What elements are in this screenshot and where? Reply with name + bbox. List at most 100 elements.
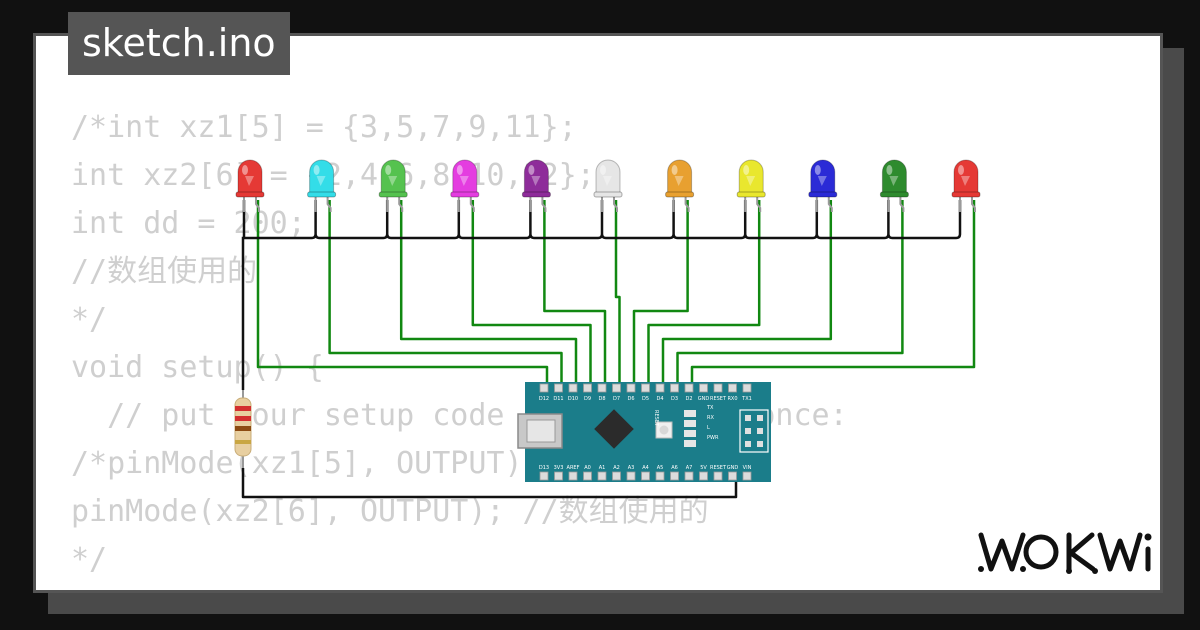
- led-d3[interactable]: [307, 159, 337, 212]
- pin-label: D7: [613, 396, 620, 402]
- pin-label: 3V3: [554, 465, 564, 471]
- icsp-header: [745, 415, 763, 447]
- led-d11[interactable]: [879, 159, 909, 212]
- led-d6[interactable]: [521, 159, 551, 212]
- pin-d8[interactable]: [597, 383, 607, 393]
- status-led: [684, 410, 696, 417]
- pin-a4[interactable]: [641, 471, 650, 481]
- resistor-band: [235, 440, 251, 444]
- file-tab[interactable]: sketch.ino: [68, 12, 290, 75]
- pin-label: D11: [553, 396, 563, 402]
- led-d7[interactable]: [593, 159, 623, 212]
- pin-d3[interactable]: [670, 383, 679, 393]
- pin-d7[interactable]: [612, 383, 621, 393]
- pin-label: RX0: [727, 396, 737, 402]
- pin-d13[interactable]: [539, 471, 549, 481]
- pin-label: GND: [698, 396, 710, 402]
- pin-vin[interactable]: [742, 471, 752, 481]
- led-label: L: [707, 425, 710, 431]
- signal-wire[interactable]: [647, 200, 761, 388]
- signal-wire[interactable]: [471, 200, 592, 388]
- pin-reset[interactable]: [713, 383, 723, 393]
- resistor-band: [235, 426, 251, 431]
- pin-label: D9: [584, 396, 591, 402]
- led-d2[interactable]: [235, 159, 265, 212]
- pin-label: TX1: [741, 396, 752, 402]
- signal-wire[interactable]: [256, 200, 549, 388]
- pin-d9[interactable]: [583, 383, 592, 393]
- pin-label: VIN: [743, 465, 752, 471]
- pin-3v3[interactable]: [554, 471, 563, 481]
- signal-wire[interactable]: [328, 200, 563, 388]
- led-d8[interactable]: [665, 159, 695, 212]
- pin-a5[interactable]: [655, 471, 665, 481]
- pin-a7[interactable]: [684, 471, 694, 481]
- pin-rx0[interactable]: [728, 383, 737, 393]
- pin-d11[interactable]: [554, 383, 563, 393]
- ground-return-wire[interactable]: [241, 468, 738, 499]
- signal-wire[interactable]: [399, 200, 578, 388]
- led-d10[interactable]: [808, 159, 838, 212]
- led-d5[interactable]: [450, 159, 480, 212]
- leds: [235, 159, 981, 212]
- pin-label: A6: [671, 465, 678, 471]
- pin-5v[interactable]: [699, 471, 708, 481]
- led-d12[interactable]: [951, 159, 981, 212]
- pin-d10[interactable]: [568, 383, 578, 393]
- signal-wire[interactable]: [676, 200, 904, 388]
- pin-gnd[interactable]: [728, 471, 737, 481]
- signal-wire[interactable]: [661, 200, 833, 388]
- pin-d12[interactable]: [539, 383, 549, 393]
- status-led: [684, 430, 696, 437]
- pin-label: D5: [642, 396, 649, 402]
- pin-a0[interactable]: [583, 471, 592, 481]
- bottom-pin-header: [539, 471, 752, 481]
- pin-d2[interactable]: [684, 383, 694, 393]
- code-line: void setup() {: [71, 350, 324, 385]
- pin-label: RESET: [710, 396, 727, 402]
- pin-label: D13: [539, 465, 549, 471]
- led-d9[interactable]: [736, 159, 766, 212]
- status-led: [684, 420, 696, 427]
- signal-wire[interactable]: [543, 200, 607, 388]
- led-label: RX: [707, 415, 714, 421]
- pin-label: A0: [584, 465, 591, 471]
- signal-wire[interactable]: [614, 200, 621, 388]
- icsp-header-outline: [739, 409, 769, 453]
- pin-reset[interactable]: [713, 471, 723, 481]
- pin-d6[interactable]: [626, 383, 636, 393]
- pin-d5[interactable]: [641, 383, 650, 393]
- reset-button-cap: [659, 425, 669, 435]
- signal-wire[interactable]: [690, 200, 976, 388]
- code-line: */: [71, 542, 108, 577]
- pin-label: RESET: [710, 465, 727, 471]
- pin-d4[interactable]: [655, 383, 665, 393]
- pin-label: A2: [613, 465, 620, 471]
- pin-label: A7: [686, 465, 693, 471]
- wokwi-logo: [978, 532, 1152, 574]
- led-d4[interactable]: [378, 159, 408, 212]
- pin-a1[interactable]: [597, 471, 607, 481]
- pin-a2[interactable]: [612, 471, 621, 481]
- code-line: pinMode(xz2[6], OUTPUT); //数组使用的: [71, 494, 709, 529]
- pin-aref[interactable]: [568, 471, 578, 481]
- wires: [256, 200, 976, 388]
- pin-label: D12: [539, 396, 549, 402]
- pin-label: A3: [628, 465, 635, 471]
- pin-label: D2: [685, 396, 692, 402]
- ground-bus-wire[interactable]: [242, 200, 962, 240]
- code-line: /*int xz1[5] = {3,5,7,9,11};: [71, 110, 577, 145]
- pin-a6[interactable]: [670, 471, 679, 481]
- pin-gnd[interactable]: [699, 383, 708, 393]
- code-line: int dd = 200;: [71, 206, 306, 241]
- pin-label: D3: [671, 396, 678, 402]
- reset-label: RESET: [653, 410, 659, 427]
- signal-wire[interactable]: [632, 200, 689, 388]
- pin-tx1[interactable]: [742, 383, 752, 393]
- pin-a3[interactable]: [626, 471, 636, 481]
- resistor[interactable]: [234, 390, 252, 468]
- ground-wire[interactable]: [241, 236, 245, 390]
- code-line: */: [71, 302, 108, 337]
